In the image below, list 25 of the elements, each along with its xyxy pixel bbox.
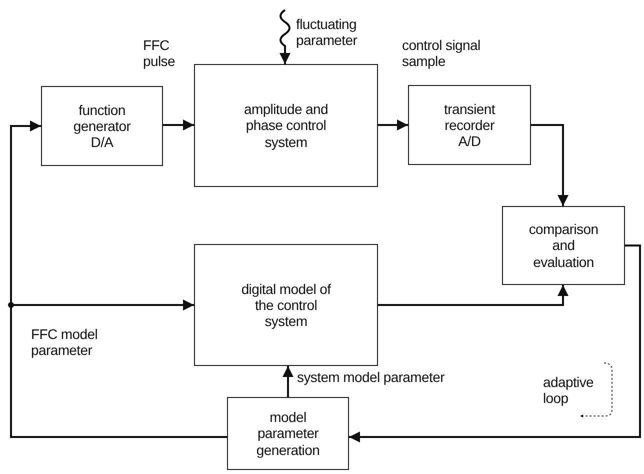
edge-label: system model parameter	[297, 369, 444, 386]
arrow	[378, 120, 408, 130]
arrow	[282, 366, 294, 397]
edge-label: FFC pulse	[143, 37, 176, 70]
process-box	[227, 397, 349, 470]
process-box	[194, 244, 378, 366]
process-box	[41, 86, 163, 166]
arrow	[163, 120, 194, 130]
box-label: model parameter generation	[255, 409, 321, 458]
process-box	[194, 64, 378, 187]
note-label: adaptive loop	[543, 374, 595, 406]
edge-label: FFC model parameter	[31, 326, 99, 358]
box-label: amplitude and phase control system	[242, 101, 330, 150]
process-box	[408, 85, 531, 165]
edge-label: fluctuating parameter	[296, 16, 356, 48]
box-label: function generator D/A	[72, 102, 132, 150]
wavy-arrow	[280, 9, 290, 64]
edge-label: control signal sample	[402, 37, 482, 70]
box-label: comparison and evaluation	[528, 221, 600, 270]
arrow	[378, 285, 568, 306]
process-box	[502, 206, 625, 285]
box-label: digital model of the control system	[240, 280, 332, 330]
box-label: transient recorder A/D	[443, 100, 496, 150]
arrow	[349, 244, 641, 442]
arrow	[531, 124, 568, 206]
